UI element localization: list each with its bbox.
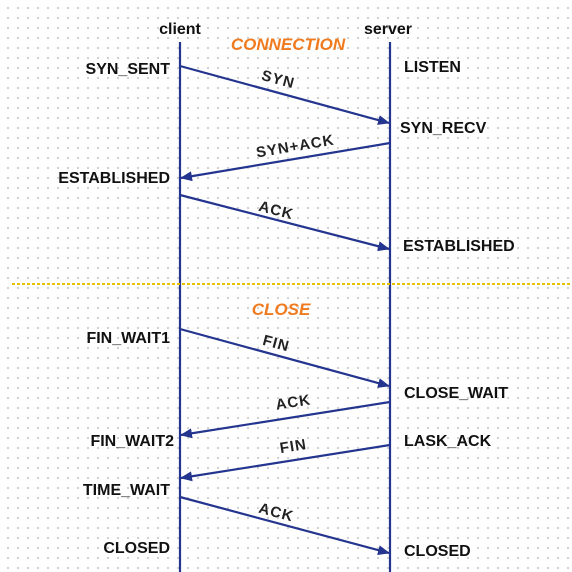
client-state-established: ESTABLISHED xyxy=(58,170,170,187)
server-state-syn-recv: SYN_RECV xyxy=(400,120,487,137)
ack-arrow-1 xyxy=(179,193,390,252)
client-state-fin-wait2: FIN_WAIT2 xyxy=(90,433,174,450)
fin-label-2: FIN xyxy=(279,436,308,457)
server-state-closed: CLOSED xyxy=(404,543,471,560)
server-state-established: ESTABLISHED xyxy=(403,238,515,255)
server-header: server xyxy=(364,21,412,38)
syn-ack-arrow xyxy=(180,141,391,182)
fin-arrow-2 xyxy=(180,443,391,482)
client-state-closed: CLOSED xyxy=(103,540,170,557)
ack-label-3: ACK xyxy=(257,500,296,526)
server-state-close-wait: CLOSE_WAIT xyxy=(404,385,508,402)
client-state-time-wait: TIME_WAIT xyxy=(83,482,170,499)
ack-arrow-2 xyxy=(180,400,391,439)
fin-label-1: FIN xyxy=(261,332,292,355)
client-state-syn-sent: SYN_SENT xyxy=(86,61,171,78)
server-state-last-ack: LASK_ACK xyxy=(404,433,492,450)
ack-label-2: ACK xyxy=(274,391,312,413)
fin-arrow-1 xyxy=(179,327,390,388)
server-state-listen: LISTEN xyxy=(404,59,461,76)
syn-arrow xyxy=(179,64,390,125)
client-header: client xyxy=(159,21,201,38)
client-state-fin-wait1: FIN_WAIT1 xyxy=(86,330,170,347)
connection-phase-label: CONNECTION xyxy=(231,35,346,54)
close-phase-label: CLOSE xyxy=(252,300,311,319)
ack-arrow-3 xyxy=(179,495,390,555)
syn-ack-label: SYN+ACK xyxy=(255,132,336,162)
